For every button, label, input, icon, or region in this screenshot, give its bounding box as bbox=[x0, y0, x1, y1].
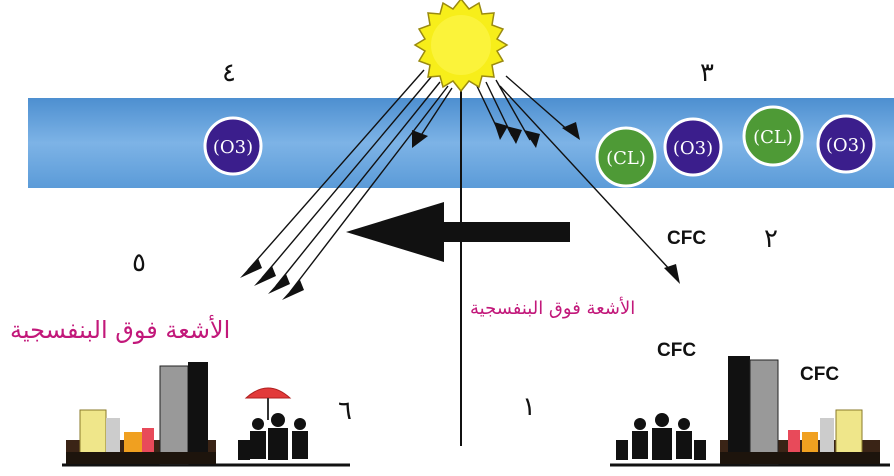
cl-molecule-b: (CL) bbox=[742, 105, 804, 167]
people-icon-right bbox=[616, 413, 706, 460]
people-icon bbox=[238, 413, 308, 460]
label-cfc-middle: CFC bbox=[657, 340, 697, 361]
label-number-4: ٤ bbox=[222, 58, 236, 88]
sun-icon bbox=[413, 0, 509, 93]
o3-molecule-left: (O3) bbox=[203, 116, 263, 176]
uv-arrowheads-right bbox=[494, 122, 680, 284]
svg-text:(O3): (O3) bbox=[213, 137, 253, 158]
label-number-2: ٢ bbox=[764, 224, 778, 254]
label-uv-right: الأشعة فوق البنفسجية bbox=[470, 298, 636, 319]
cl-molecule-a: (CL) bbox=[595, 126, 657, 188]
city-icon-right bbox=[720, 356, 880, 465]
uv-arrowhead-band-left bbox=[412, 130, 428, 148]
o3-molecule-a: (O3) bbox=[663, 117, 723, 177]
arrow-left-icon bbox=[346, 202, 570, 262]
label-cfc-upper: CFC bbox=[667, 228, 707, 249]
umbrella-icon bbox=[244, 387, 292, 420]
svg-text:(CL): (CL) bbox=[753, 127, 793, 148]
label-number-3: ٣ bbox=[700, 58, 714, 88]
label-number-5: ٥ bbox=[132, 248, 146, 278]
svg-text:(O3): (O3) bbox=[826, 135, 866, 156]
svg-text:(CL): (CL) bbox=[606, 148, 646, 169]
label-cfc-lower: CFC bbox=[800, 364, 840, 385]
label-number-1: ١ bbox=[522, 392, 536, 422]
uv-rays-right bbox=[475, 75, 673, 273]
uv-arrowheads-left bbox=[240, 258, 304, 300]
uv-rays-left bbox=[247, 69, 449, 293]
o3-molecule-b: (O3) bbox=[816, 114, 876, 174]
label-uv-left: الأشعة فوق البنفسجية bbox=[10, 316, 231, 344]
svg-text:(O3): (O3) bbox=[673, 138, 713, 159]
city-icon bbox=[66, 362, 216, 465]
label-number-6: ٦ bbox=[338, 396, 352, 426]
